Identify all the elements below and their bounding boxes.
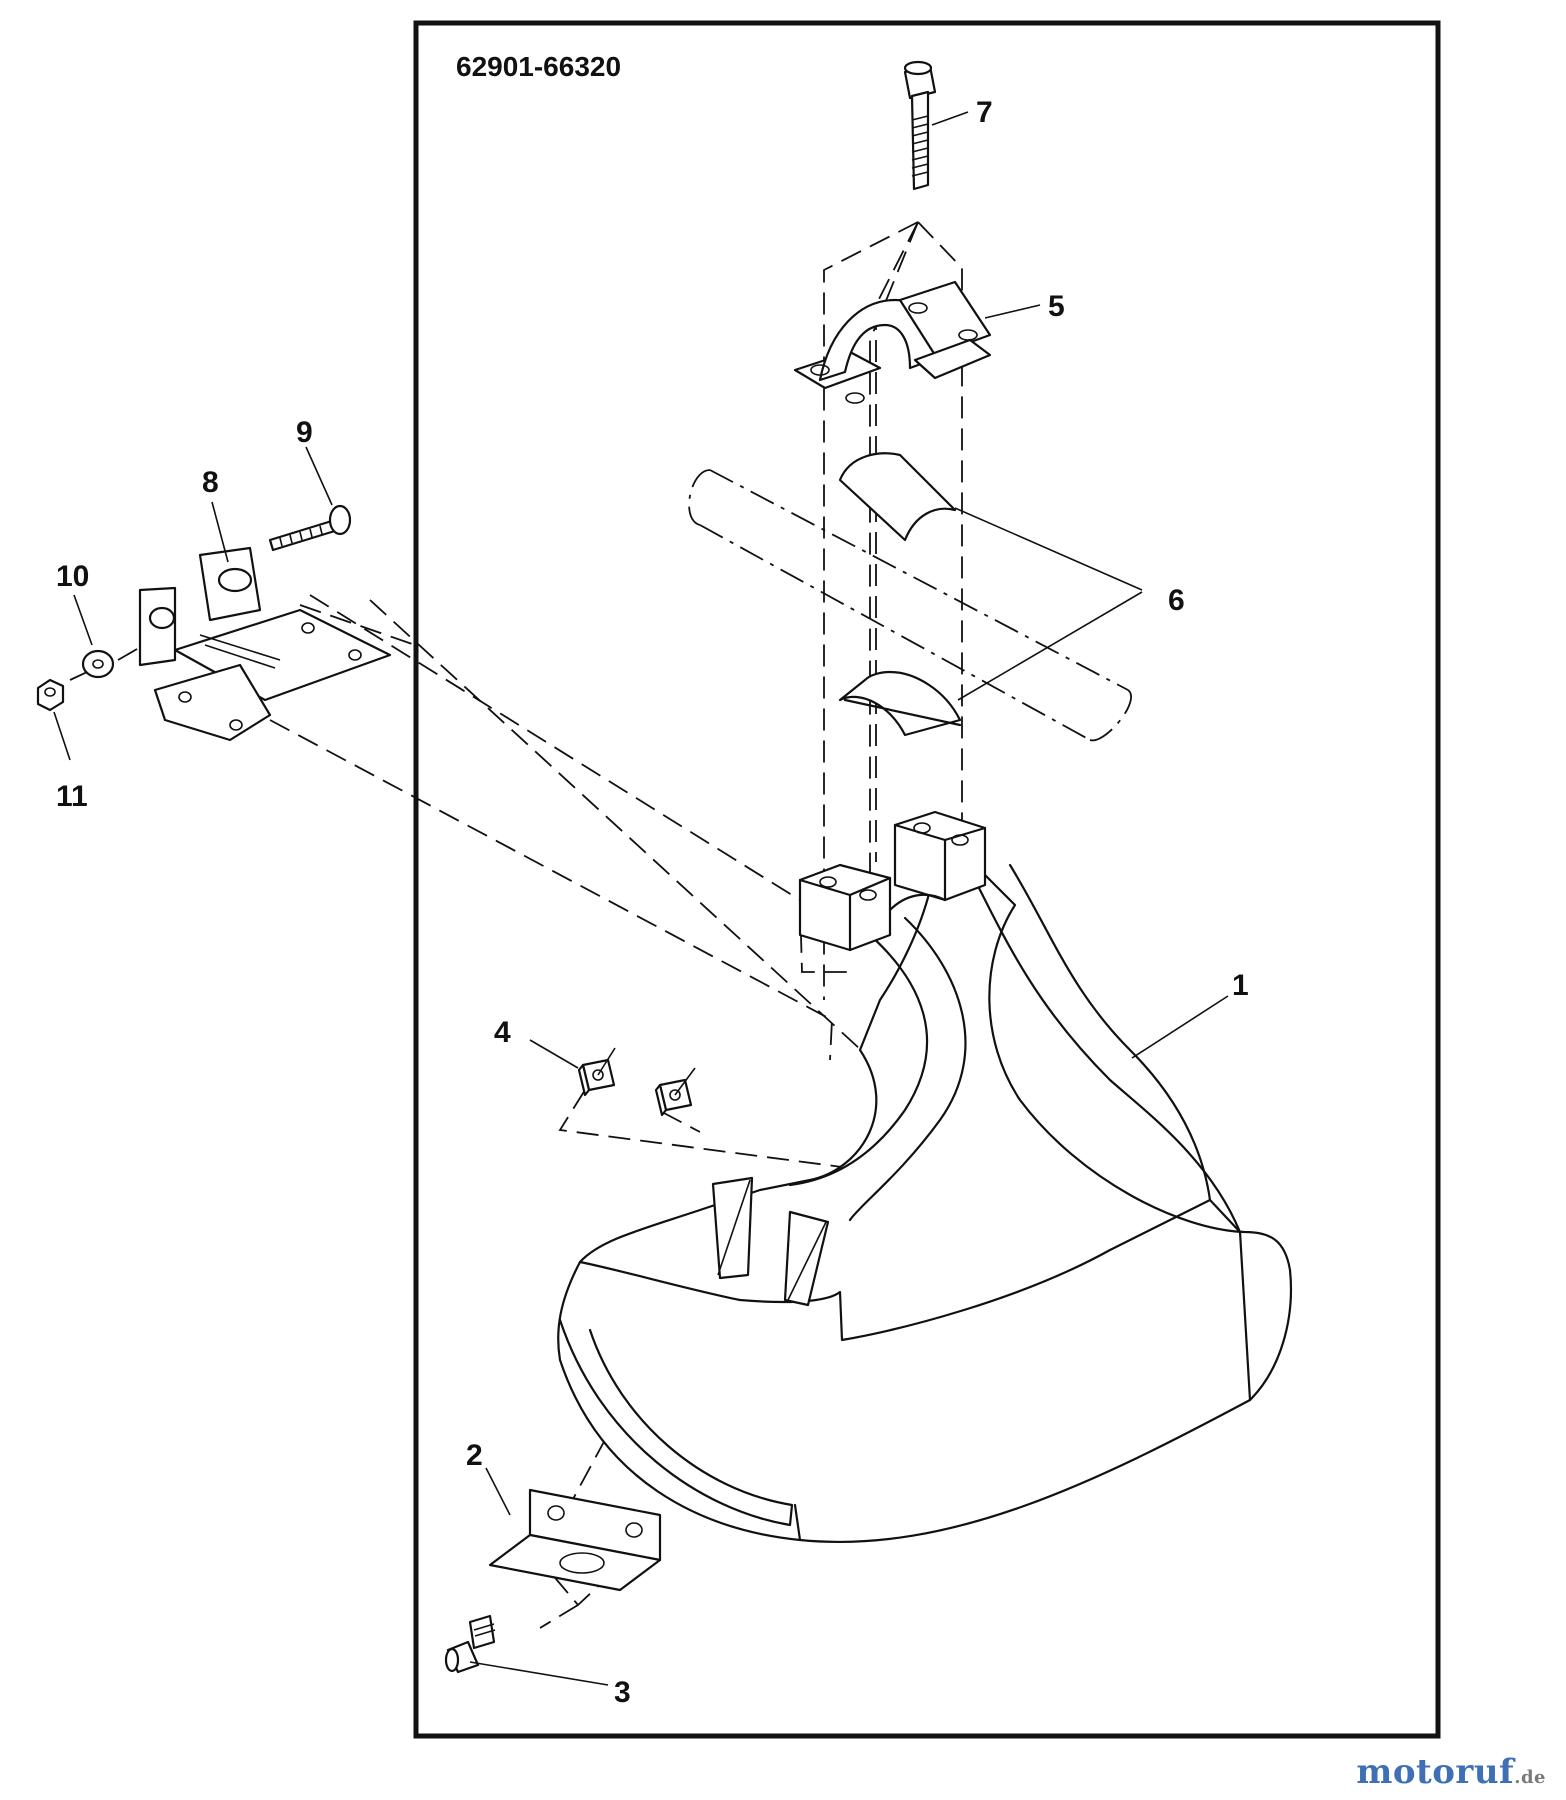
washer-part-10 — [81, 649, 115, 679]
model-code: 62901-66320 — [456, 51, 621, 82]
watermark-logo: motoruf.de — [1356, 1752, 1546, 1792]
callout-leaders — [53, 111, 1229, 1686]
callout-11: 11 — [56, 780, 88, 813]
screw-part-9 — [268, 504, 352, 552]
clamp-halves-part-6 — [838, 452, 962, 737]
callout-8: 8 — [202, 466, 219, 499]
callout-5: 5 — [1048, 290, 1065, 323]
callout-10: 10 — [56, 560, 89, 593]
screw-part-3 — [444, 1614, 496, 1674]
square-nuts-part-4 — [577, 1047, 696, 1117]
callout-9: 9 — [296, 416, 313, 449]
callout-4: 4 — [494, 1016, 511, 1049]
diagram-frame — [413, 20, 1441, 1739]
callout-6: 6 — [1168, 584, 1185, 617]
watermark-main: motoruf — [1356, 1752, 1515, 1792]
callout-3: 3 — [614, 1676, 631, 1709]
callout-7: 7 — [976, 96, 993, 129]
plate-part-2 — [488, 1488, 662, 1592]
bolt-part-7 — [903, 60, 937, 191]
watermark-suffix: .de — [1514, 1767, 1546, 1788]
callout-labels: 1 2 3 4 5 6 7 8 9 10 11 — [56, 96, 1249, 1709]
bracket-part-8 — [138, 546, 416, 742]
callout-2: 2 — [466, 1439, 483, 1472]
callout-1: 1 — [1232, 969, 1249, 1002]
clamp-part-5 — [793, 280, 992, 404]
guard-part-1 — [557, 810, 1293, 1544]
nut-part-11 — [36, 678, 65, 712]
